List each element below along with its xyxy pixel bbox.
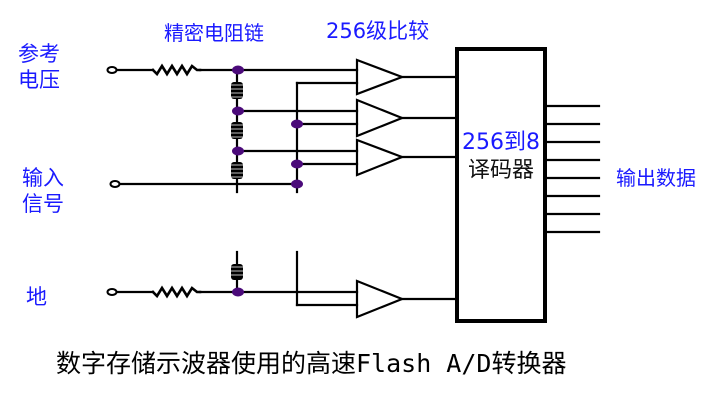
input-terminal-icon (109, 180, 121, 188)
ground-label: 地 (26, 285, 47, 309)
comparators-label: 256级比较 (326, 19, 430, 43)
junction-node (232, 65, 244, 75)
junction-node (291, 159, 303, 169)
chain-resistor-2 (231, 122, 243, 139)
resistor-chain-label: 精密电阻链 (164, 21, 264, 45)
ground-terminal-icon (106, 288, 118, 296)
output-data-label: 输出数据 (616, 166, 696, 190)
junction-node (232, 287, 244, 297)
decoder-label-line1: 256到8 (462, 130, 540, 155)
junction-node (232, 146, 244, 156)
ground-resistor (151, 285, 202, 299)
input-signal-label: 输入 信号 (22, 165, 64, 217)
ref-voltage-label-line2: 电压 (18, 68, 60, 92)
comparator-3 (355, 138, 406, 177)
junction-node (291, 179, 303, 189)
decoder-label-line2: 译码器 (467, 158, 534, 183)
ref-terminal-icon (106, 66, 118, 74)
input-signal-label-line2: 信号 (22, 192, 64, 216)
chain-resistor-3 (231, 162, 243, 179)
comparator-2 (355, 98, 405, 138)
decoder-box (455, 47, 547, 323)
chain-resistor-4 (231, 264, 243, 280)
figure-caption: 数字存储示波器使用的高速Flash A/D转换器 (56, 349, 567, 378)
ref-voltage-label: 参考 电压 (18, 41, 60, 93)
comparator-4 (355, 279, 405, 319)
ref-voltage-label-line1: 参考 (18, 42, 60, 66)
chain-resistor-1 (231, 82, 243, 99)
output-lines (545, 104, 601, 234)
chain-resistors (231, 82, 243, 280)
input-signal-label-line1: 输入 (22, 166, 64, 190)
junction-node (232, 106, 244, 116)
ref-resistor (151, 63, 202, 77)
comparator-1 (355, 58, 406, 96)
junction-node (291, 119, 303, 129)
